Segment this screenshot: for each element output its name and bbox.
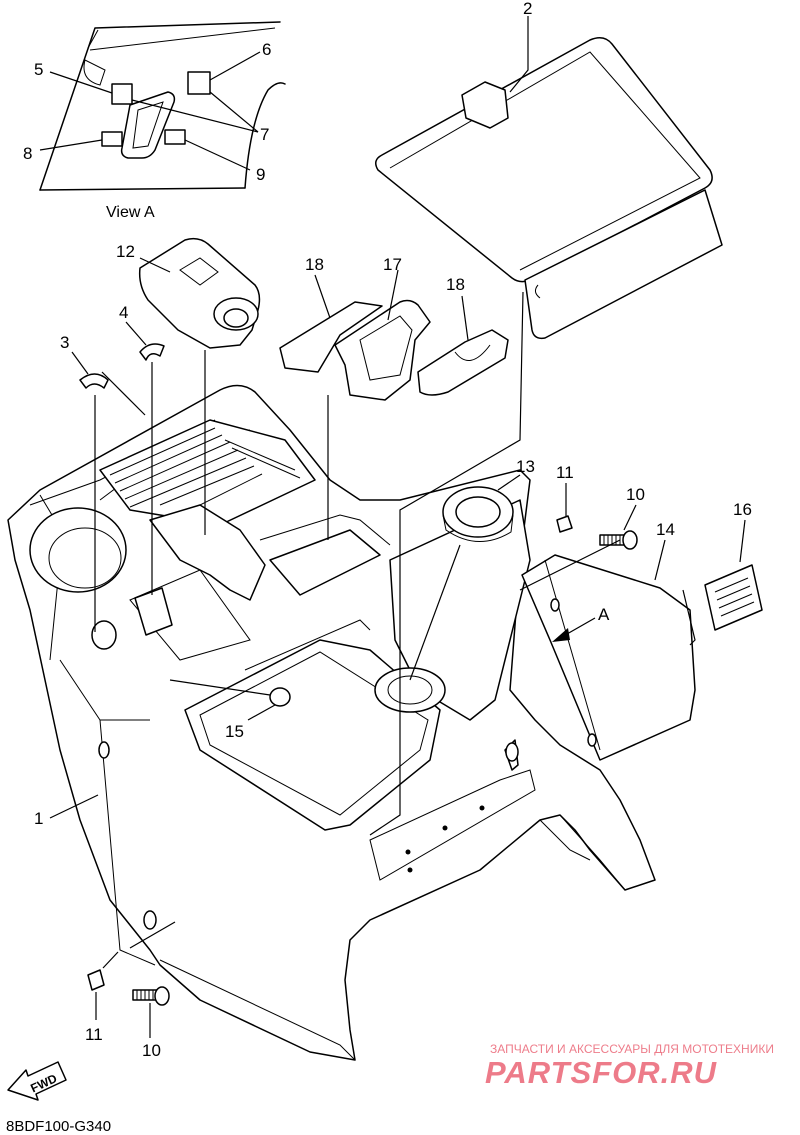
callout-1: 1 [34,809,43,828]
lid-part-2 [375,37,723,340]
nut-part-11-upper [556,515,573,533]
cup-holder-left [29,507,127,593]
callout-11-lower: 11 [85,1025,103,1044]
screw-part-10-lower [132,986,170,1006]
callout-2: 2 [523,0,532,18]
watermark: ЗАПЧАСТИ И АКСЕССУАРЫ ДЛЯ МОТОТЕХНИКИ PA… [485,1042,774,1090]
cover-part-12 [138,237,261,349]
callout-5: 5 [34,60,43,79]
pad-part-18-left [279,301,383,373]
view-a-caption: View A [106,204,155,221]
callout-6: 6 [262,40,271,59]
screw-part-10-upper [599,530,638,550]
bracket-part-17 [334,299,431,401]
lid-latch [461,81,509,129]
callout-9: 9 [256,165,265,184]
bracket-parts-17-18 [279,299,509,401]
callout-13: 13 [516,457,535,476]
leader-lines [39,16,746,1038]
callout-14: 14 [656,520,675,539]
callout-numbers: 2 5 6 7 8 9 12 18 17 18 4 3 13 11 10 16 … [23,0,752,1060]
view-a-arrow-label: A [598,605,610,624]
callout-10-upper: 10 [626,485,645,504]
watermark-logo: PARTSFOR.RU [485,1055,718,1090]
grille-panel [99,419,316,526]
callout-18-left: 18 [305,255,324,274]
callout-15: 15 [225,722,244,741]
clip-part-4 [139,343,165,361]
callout-4: 4 [119,303,128,322]
slot-opening [269,529,381,596]
nut-part-11-lower [87,969,105,991]
view-a-label-6 [187,71,211,95]
body-part-1 [7,384,656,1061]
assembly-lines [94,291,696,969]
callout-8: 8 [23,144,32,163]
callout-17: 17 [383,255,402,274]
view-a-label-8 [101,131,123,147]
watermark-caption: ЗАПЧАСТИ И АКСЕССУАРЫ ДЛЯ МОТОТЕХНИКИ [490,1042,774,1056]
label-part-16 [704,564,763,631]
panel-part-14 [521,554,696,761]
callout-3: 3 [60,333,69,352]
clip-part-3 [79,373,109,389]
callout-16: 16 [733,500,752,519]
view-a-label-9 [164,129,186,145]
cap-part-15 [269,687,291,707]
callout-18-right: 18 [446,275,465,294]
grommet-part-13 [442,486,514,542]
callout-12: 12 [116,242,135,261]
view-a-label-5 [111,83,133,105]
pad-part-18-right [417,329,509,396]
diagram-code: 8BDF100-G340 [6,1118,111,1135]
view-a-inset: View A [39,21,286,221]
view-a-arrow: A [552,605,610,642]
callout-10-lower: 10 [142,1041,161,1060]
callout-11-upper: 11 [556,463,574,482]
callout-7: 7 [260,125,269,144]
